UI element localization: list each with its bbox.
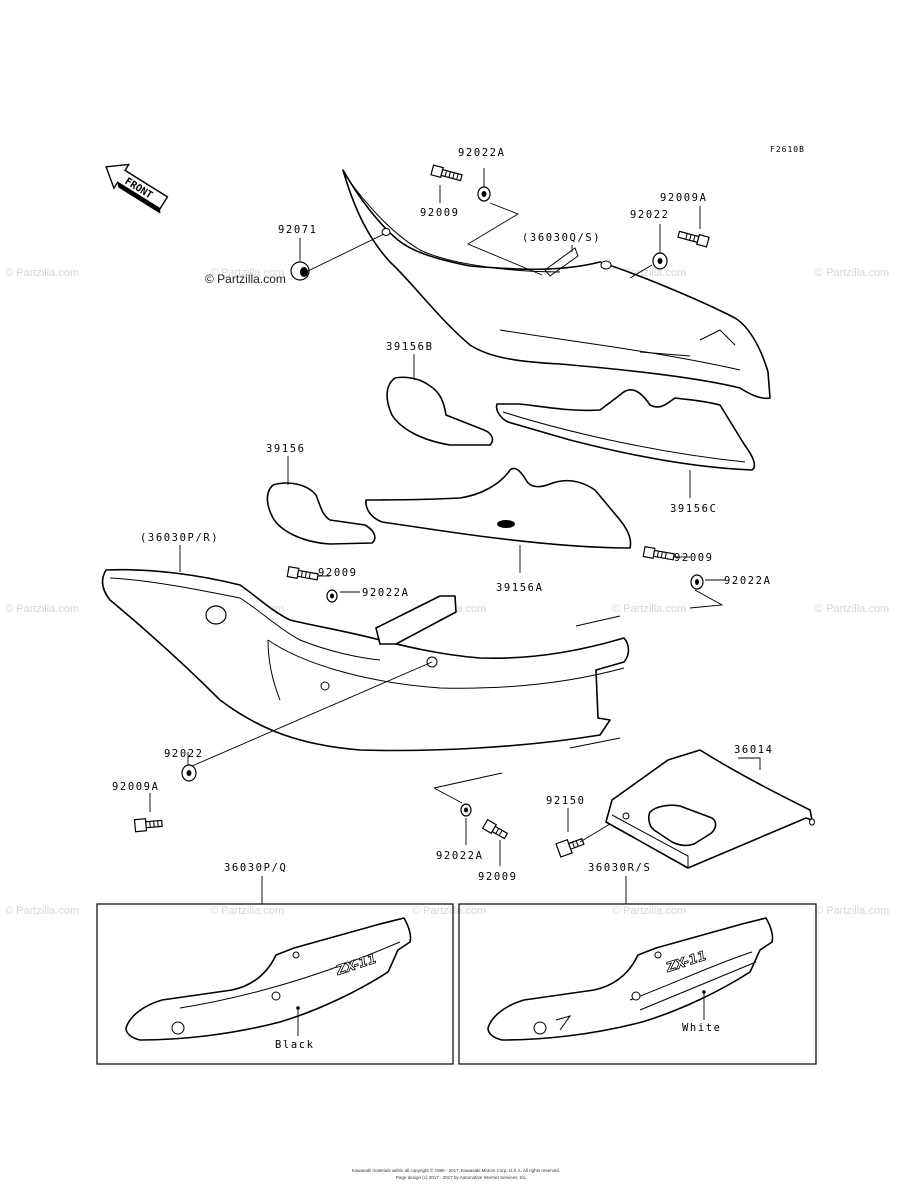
lower-side-cover (101, 568, 630, 752)
guard-36014 (605, 749, 815, 869)
pad-39156A (365, 467, 632, 549)
part-label: 92022A (436, 850, 484, 862)
part-label: 92022 (164, 748, 204, 760)
watermark-faint: © Partzilla.com (612, 905, 686, 917)
watermark-faint: © Partzilla.com (210, 267, 284, 279)
color-label-white: White (682, 1022, 722, 1034)
part-label: 92022A (724, 575, 772, 587)
front-arrow-icon: FRONT (105, 163, 169, 214)
pad-39156 (266, 482, 376, 545)
variant-box-black (96, 903, 454, 1065)
watermark-faint: © Partzilla.com (815, 267, 889, 279)
part-label: 39156 (266, 443, 306, 455)
copyright-footer: Kawasaki materials within all copyright … (352, 1167, 560, 1173)
watermark-faint: © Partzilla.com (815, 905, 889, 917)
part-label: 39156C (670, 503, 718, 515)
part-label: 92071 (278, 224, 318, 236)
part-label: 92009 (420, 207, 460, 219)
variant-cover-black: ZX-11 (125, 917, 412, 1041)
watermark-faint: © Partzilla.com (5, 905, 79, 917)
part-label: 92009 (318, 567, 358, 579)
watermark-faint: © Partzilla.com (412, 905, 486, 917)
pad-39156C (495, 389, 756, 471)
washer-icon (326, 589, 338, 603)
part-label: 92022A (362, 587, 410, 599)
part-label: 36030R/S (588, 862, 651, 874)
bolt-icon (133, 818, 163, 833)
part-label: 92009A (660, 192, 708, 204)
part-label: 39156B (386, 341, 434, 353)
part-label: 36014 (734, 744, 774, 756)
part-label: 92150 (546, 795, 586, 807)
washer-icon (477, 186, 491, 202)
watermark-faint: © Partzilla.com (210, 905, 284, 917)
washer-icon (181, 764, 197, 782)
bolt-icon (286, 565, 319, 581)
bolt-icon (555, 837, 585, 858)
copyright-footer: Page design (c) 2017 - 2017 by Automotiv… (396, 1175, 527, 1180)
bolt-icon (481, 818, 509, 840)
pad-39156B (386, 376, 494, 446)
watermark-faint: © Partzilla.com (612, 603, 686, 615)
watermark-main: © Partzilla.com (205, 272, 286, 286)
washer-icon (460, 803, 472, 817)
part-label: 92009 (674, 552, 714, 564)
upper-side-cover (342, 169, 771, 400)
variant-box-white (458, 903, 817, 1065)
watermark-faint: © Partzilla.com (5, 603, 79, 615)
watermark-faint: © Partzilla.com (815, 603, 889, 615)
part-label: 92009A (112, 781, 160, 793)
washer-icon (652, 252, 668, 270)
part-label: 39156A (496, 582, 544, 594)
part-label: 36030P/Q (224, 862, 287, 874)
bolt-icon (430, 164, 463, 182)
color-label-black: Black (275, 1039, 315, 1051)
washer-icon (690, 574, 704, 590)
part-label: (36030Q/S) (522, 232, 601, 244)
diagram-code: F2610B (770, 145, 805, 154)
variant-cover-white: ZX-11 (487, 917, 774, 1041)
bolt-icon (642, 545, 675, 561)
watermark-faint: © Partzilla.com (5, 267, 79, 279)
part-label: 92022A (458, 147, 506, 159)
part-label: 92009 (478, 871, 518, 883)
part-label: (36030P/R) (140, 532, 219, 544)
bolt-icon (677, 230, 710, 248)
part-label: 92022 (630, 209, 670, 221)
grommet-icon (290, 261, 310, 281)
